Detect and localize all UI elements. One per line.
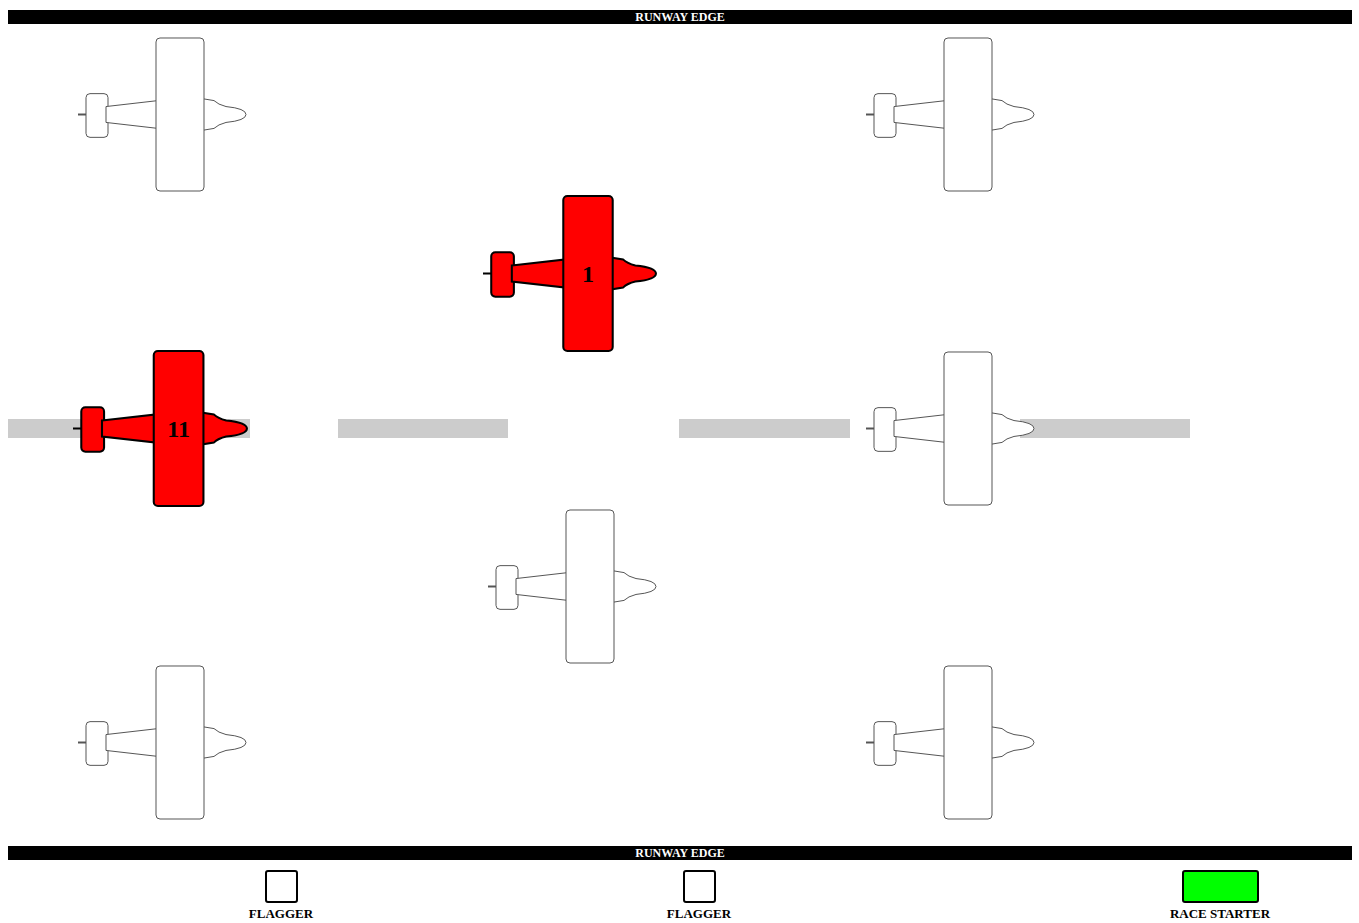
station-marker: FLAGGER — [245, 870, 318, 922]
station-box — [1182, 870, 1259, 903]
runway-edge-band: RUNWAY EDGE — [8, 846, 1352, 860]
runway-edge-band: RUNWAY EDGE — [8, 10, 1352, 24]
plane-shape — [73, 350, 249, 507]
station-box — [265, 870, 298, 903]
plane-number: 11 — [154, 415, 204, 443]
plane-shape — [483, 195, 658, 352]
station-marker: FLAGGER — [663, 870, 736, 922]
station-label: FLAGGER — [245, 906, 318, 922]
station-box — [683, 870, 716, 903]
station-label: RACE STARTER — [1166, 906, 1275, 922]
race-plane: 11 — [73, 350, 249, 507]
station-label: FLAGGER — [663, 906, 736, 922]
race-plane: 1 — [483, 195, 658, 352]
runway-edge-label: RUNWAY EDGE — [8, 846, 1352, 860]
runway-edge-label: RUNWAY EDGE — [8, 10, 1352, 24]
station-marker: RACE STARTER — [1166, 870, 1275, 922]
plane-number: 1 — [563, 260, 612, 288]
